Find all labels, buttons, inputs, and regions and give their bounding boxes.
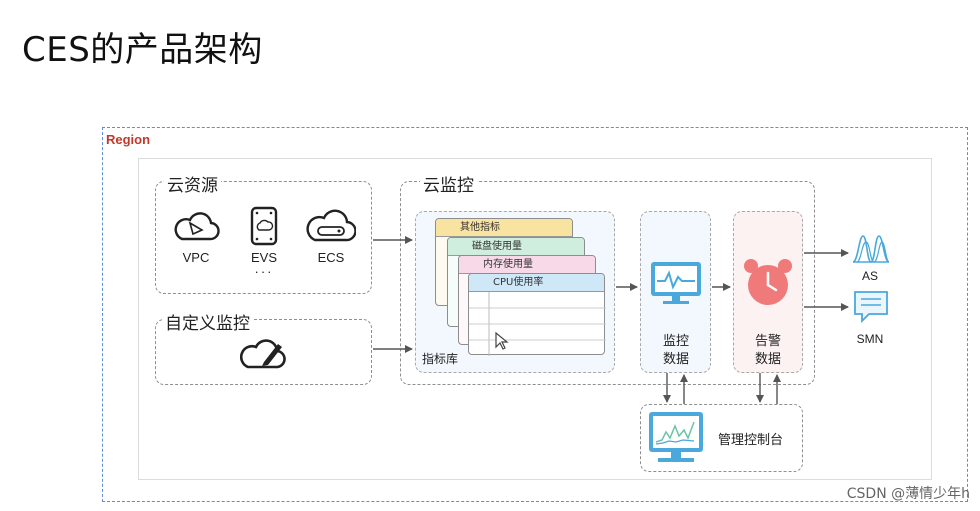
page-title: CES的产品架构: [22, 30, 263, 70]
monitoring-data-label-line2: 数据: [662, 352, 689, 367]
as-label: AS: [861, 269, 878, 283]
evs-disk-icon: [250, 206, 278, 246]
monitoring-data-label-line1: 监控: [662, 334, 689, 349]
custom-monitoring-group: [155, 319, 372, 385]
vpc-cloud-icon: [174, 212, 220, 241]
region-label: Region: [106, 132, 151, 147]
alarm-data-label-line1: 告警: [754, 334, 781, 349]
management-console-box: [640, 404, 803, 472]
alarm-data-label-line2: 数据: [754, 352, 781, 367]
metric-card-cpu: CPU使用率: [468, 273, 606, 356]
cursor-pointer-icon: [495, 332, 509, 350]
metric-card-grid: [469, 292, 606, 356]
cloud-monitoring-title: 云监控: [420, 171, 477, 196]
cloud-monitoring-group: [400, 181, 815, 385]
smn-message-icon: [854, 291, 888, 324]
cloud-pen-icon: [240, 339, 286, 369]
region-frame: [102, 127, 968, 502]
management-console-label: 管理控制台: [718, 433, 784, 448]
smn-label: SMN: [856, 332, 884, 346]
cloud-resources-title: 云资源: [164, 171, 221, 196]
monitor-chart-icon: [651, 262, 701, 304]
vpc-label: VPC: [182, 250, 210, 265]
cloud-resources-group: [155, 181, 372, 294]
console-monitor-icon: [649, 412, 703, 462]
alarm-clock-icon: [744, 259, 792, 305]
custom-monitoring-title: 自定义监控: [162, 309, 253, 334]
evs-label: EVS: [250, 250, 277, 265]
as-waveform-icon: [852, 235, 890, 263]
csdn-watermark: CSDN @薄情少年h: [846, 486, 970, 502]
ecs-label: ECS: [317, 250, 345, 265]
more-resources-ellipsis: ···: [254, 264, 274, 279]
ecs-cloud-server-icon: [306, 209, 356, 242]
metric-library-label: 指标库: [422, 352, 459, 366]
